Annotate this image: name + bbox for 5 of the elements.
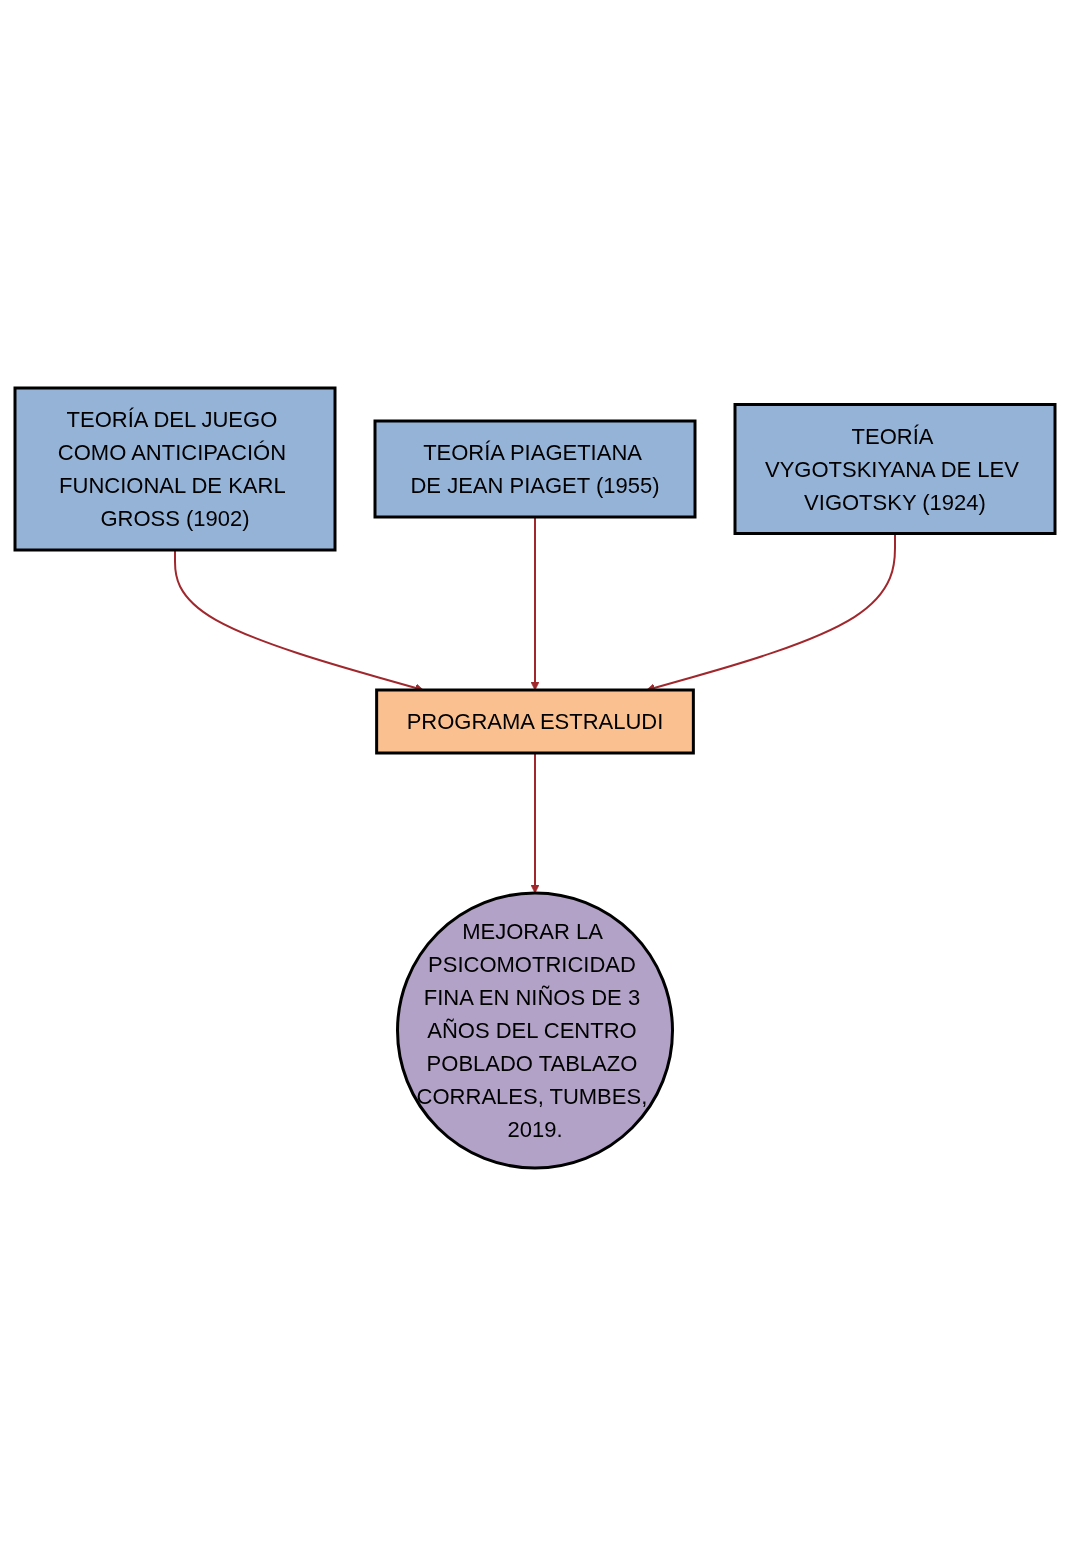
node-box: TEORÍA VYGOTSKIYANA DE LEV VIGOTSKY (1924) <box>733 403 1056 535</box>
node-box: TEORÍA DEL JUEGO COMO ANTICIPACIÓN FUNCIONAL DE KARL GROSS (1902) <box>13 386 336 552</box>
node-box: TEORÍA PIAGETIANA DE JEAN PIAGET (1955) <box>373 419 696 519</box>
node-circle: MEJORAR LA PSICOMOTRICIDAD FINA EN NIÑOS DE 3 AÑOS DEL CENTRO POBLADO TABLAZO CORRALES, TUMBES, 2019. <box>395 891 674 1170</box>
node-box: PROGRAMA ESTRALUDI <box>374 688 695 755</box>
